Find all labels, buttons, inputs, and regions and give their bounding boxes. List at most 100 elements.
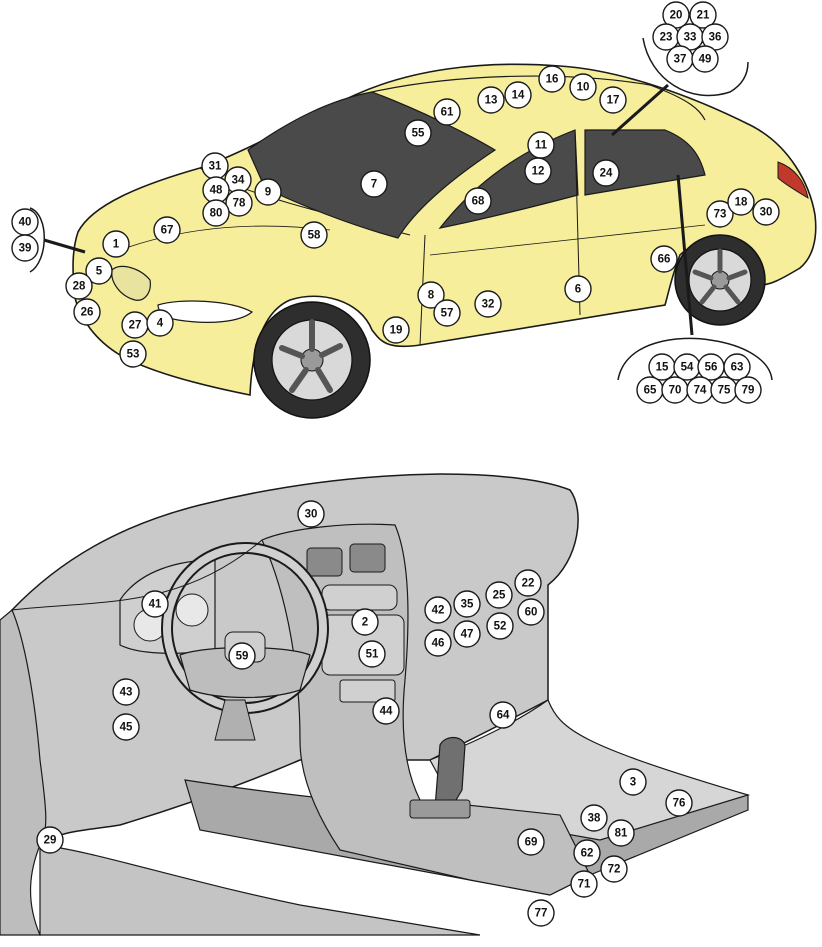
callout-number: 16: [546, 74, 559, 86]
callout-circle: [538, 65, 566, 93]
callout-number: 47: [461, 629, 474, 641]
callout-21: 21: [689, 1, 717, 29]
callout-57: 57: [433, 299, 461, 327]
callout-16: 16: [538, 65, 566, 93]
callout-circle: [453, 620, 481, 648]
callout-number: 63: [731, 362, 744, 374]
door-panel: [0, 609, 47, 936]
callout-42: 42: [424, 596, 452, 624]
callout-number: 34: [232, 175, 245, 187]
callout-circle: [706, 200, 734, 228]
callout-72: 72: [600, 855, 628, 883]
callout-47: 47: [453, 620, 481, 648]
callout-circle: [146, 309, 174, 337]
callout-75: 75: [710, 376, 738, 404]
callout-number: 14: [512, 90, 525, 102]
callout-38: 38: [580, 804, 608, 832]
callout-68: 68: [464, 187, 492, 215]
callout-number: 69: [525, 837, 538, 849]
callout-number: 13: [485, 95, 498, 107]
callout-number: 17: [607, 95, 620, 107]
callout-number: 10: [577, 82, 590, 94]
callout-48: 48: [202, 176, 230, 204]
callout-circle: [600, 855, 628, 883]
callout-circle: [73, 298, 101, 326]
callout-circle: [65, 272, 93, 300]
callout-number: 58: [308, 230, 321, 242]
callout-circle: [527, 899, 555, 927]
callout-number: 39: [19, 243, 32, 255]
callout-5: 5: [85, 257, 113, 285]
callout-circle: [665, 789, 693, 817]
callout-number: 70: [669, 385, 682, 397]
callout-circle: [112, 678, 140, 706]
callout-77: 77: [527, 899, 555, 927]
callout-circle: [11, 234, 39, 262]
callout-number: 73: [714, 209, 727, 221]
callout-circle: [573, 839, 601, 867]
callout-24: 24: [592, 159, 620, 187]
callout-65: 65: [636, 376, 664, 404]
callout-29: 29: [36, 826, 64, 854]
callout-number: 19: [390, 325, 403, 337]
callout-number: 46: [432, 638, 445, 650]
callout-circle: [514, 569, 542, 597]
callout-number: 52: [494, 621, 507, 633]
callout-number: 68: [472, 196, 485, 208]
callout-number: 8: [428, 290, 435, 302]
callout-27: 27: [121, 311, 149, 339]
callout-circle: [254, 178, 282, 206]
callout-26: 26: [73, 298, 101, 326]
callout-52: 52: [486, 612, 514, 640]
callout-circle: [424, 629, 452, 657]
callout-number: 22: [522, 578, 535, 590]
callout-circle: [486, 612, 514, 640]
callout-14: 14: [504, 81, 532, 109]
callout-circle: [404, 119, 432, 147]
callout-number: 6: [575, 284, 581, 296]
callout-17: 17: [599, 86, 627, 114]
callout-61: 61: [433, 98, 461, 126]
bottom-cluster-arc: [617, 337, 773, 381]
callout-76: 76: [665, 789, 693, 817]
callout-44: 44: [372, 697, 400, 725]
callout-4: 4: [146, 309, 174, 337]
callout-19: 19: [382, 316, 410, 344]
callout-37: 37: [666, 45, 694, 73]
left-cluster-arc: [29, 207, 45, 273]
callout-circle: [734, 376, 762, 404]
callout-9: 9: [254, 178, 282, 206]
callout-number: 59: [236, 651, 249, 663]
callout-circle: [351, 608, 379, 636]
callout-51: 51: [358, 640, 386, 668]
callout-67: 67: [153, 216, 181, 244]
callout-circle: [517, 828, 545, 856]
callout-circle: [524, 157, 552, 185]
callout-81: 81: [607, 819, 635, 847]
callout-circle: [112, 713, 140, 741]
callout-number: 41: [149, 599, 162, 611]
callout-11: 11: [527, 131, 555, 159]
callout-number: 33: [684, 32, 697, 44]
callout-circle: [474, 290, 502, 318]
callout-35: 35: [453, 590, 481, 618]
callout-circle: [564, 275, 592, 303]
callout-number: 15: [656, 362, 669, 374]
callout-number: 1: [113, 239, 120, 251]
callout-number: 54: [681, 362, 694, 374]
callout-circle: [485, 581, 513, 609]
callout-number: 18: [735, 197, 748, 209]
callout-number: 35: [461, 599, 474, 611]
callout-number: 71: [578, 879, 591, 891]
callout-number: 28: [73, 281, 86, 293]
callout-18: 18: [727, 188, 755, 216]
callout-23: 23: [652, 23, 680, 51]
callout-circle: [569, 73, 597, 101]
callout-46: 46: [424, 629, 452, 657]
callout-30: 30: [752, 198, 780, 226]
callout-circle: [580, 804, 608, 832]
rear-wheel: [674, 234, 766, 326]
callout-circle: [650, 245, 678, 273]
